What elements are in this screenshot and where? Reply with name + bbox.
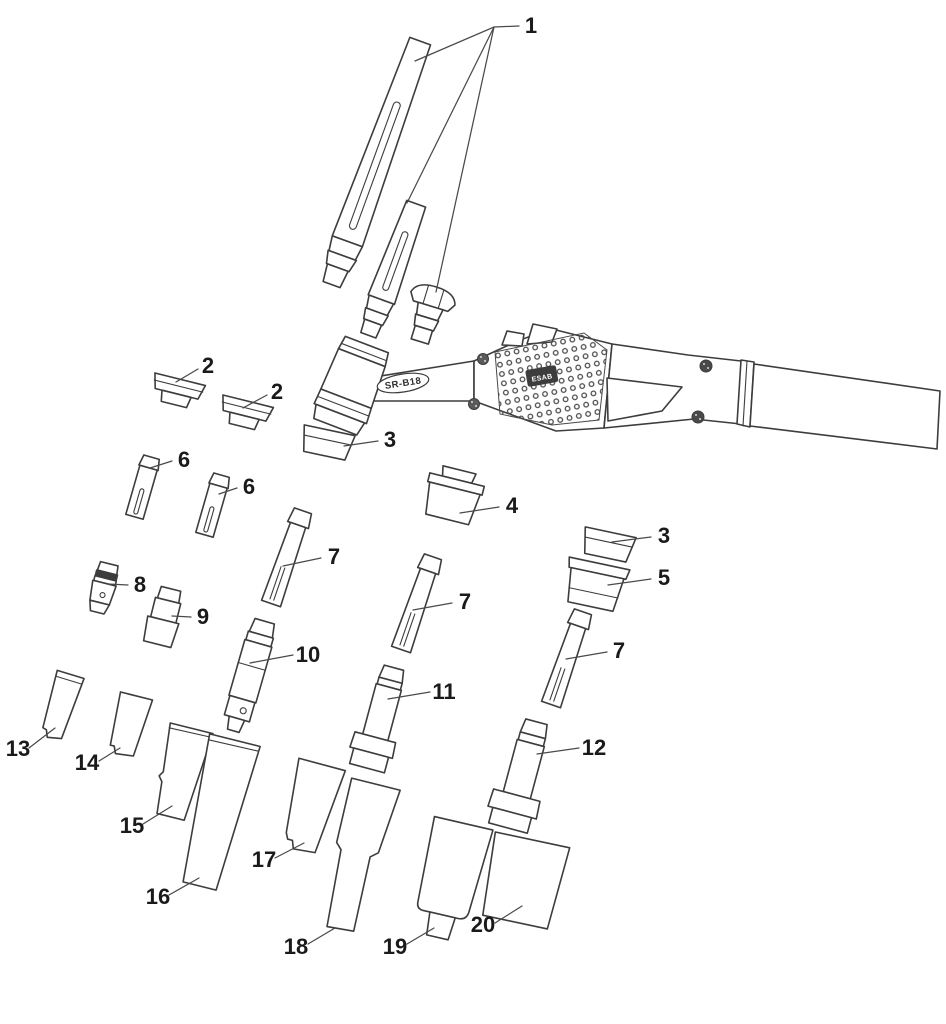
callout-6a: 6 [178, 447, 190, 472]
callout-2a: 2 [202, 353, 214, 378]
grip-screw-bottom [468, 398, 480, 410]
callout-18: 18 [284, 934, 308, 959]
callout-19: 19 [383, 934, 407, 959]
callout-labels: 1 2 2 3 4 3 5 6 6 7 7 7 8 9 10 11 12 13 … [6, 13, 670, 959]
part-10 [223, 617, 276, 734]
trigger-flap-left [501, 330, 525, 347]
fork-screw-bottom [691, 410, 705, 424]
part-1-short-backcap [410, 284, 456, 345]
part-1-medium-backcap [360, 199, 427, 339]
callout-3b: 3 [658, 523, 670, 548]
part-13 [42, 669, 85, 740]
fork-screw-top [699, 359, 713, 373]
part-1-long-backcap [322, 36, 432, 289]
part-6-b [195, 472, 231, 539]
model-badge: SR-B18 [376, 372, 430, 394]
callout-7c: 7 [613, 638, 625, 663]
callout-1: 1 [525, 13, 537, 38]
callout-11: 11 [432, 679, 455, 704]
callout-10: 10 [296, 642, 320, 667]
callout-6b: 6 [243, 474, 255, 499]
part-5 [567, 556, 631, 613]
callout-2b: 2 [271, 379, 283, 404]
callout-8: 8 [134, 572, 146, 597]
grip-screw-top [477, 353, 489, 365]
part-7-b [390, 553, 443, 654]
callout-12: 12 [582, 735, 606, 760]
part-4 [425, 465, 486, 526]
part-8 [89, 560, 119, 615]
callout-9: 9 [197, 604, 209, 629]
callout-3a: 3 [384, 427, 396, 452]
torch-head [313, 335, 390, 436]
callout-16: 16 [146, 884, 170, 909]
part-11 [348, 664, 405, 774]
part-20 [481, 831, 571, 930]
part-9 [142, 585, 182, 649]
part-12 [487, 718, 548, 835]
callout-20: 20 [471, 912, 495, 937]
esab-logo-text: ESAB [531, 373, 553, 384]
callout-15: 15 [120, 813, 144, 838]
callout-13: 13 [6, 736, 30, 761]
part-17 [285, 757, 347, 854]
part-3-b [583, 526, 637, 563]
callout-5: 5 [658, 565, 670, 590]
cable-sleeve [749, 363, 941, 450]
torch-body: ESAB SR-B18 [313, 323, 941, 450]
callout-4: 4 [506, 493, 519, 518]
fork-slot [606, 377, 683, 422]
part-2-a [153, 372, 207, 409]
leader-lines [28, 25, 652, 945]
callout-7a: 7 [328, 544, 340, 569]
part-16 [182, 733, 261, 891]
part-19 [416, 815, 494, 941]
part-7-a [260, 507, 313, 608]
esab-logo: ESAB [525, 365, 559, 387]
part-3-a [302, 424, 356, 461]
part-6-a [125, 454, 161, 521]
part-18 [326, 777, 401, 932]
callout-17: 17 [252, 847, 276, 872]
callout-14: 14 [75, 750, 100, 775]
part-14 [109, 691, 154, 757]
part-7-c [540, 608, 593, 709]
cable-connector-line [742, 360, 748, 427]
part-2-b [221, 394, 275, 431]
callout-7b: 7 [459, 589, 471, 614]
